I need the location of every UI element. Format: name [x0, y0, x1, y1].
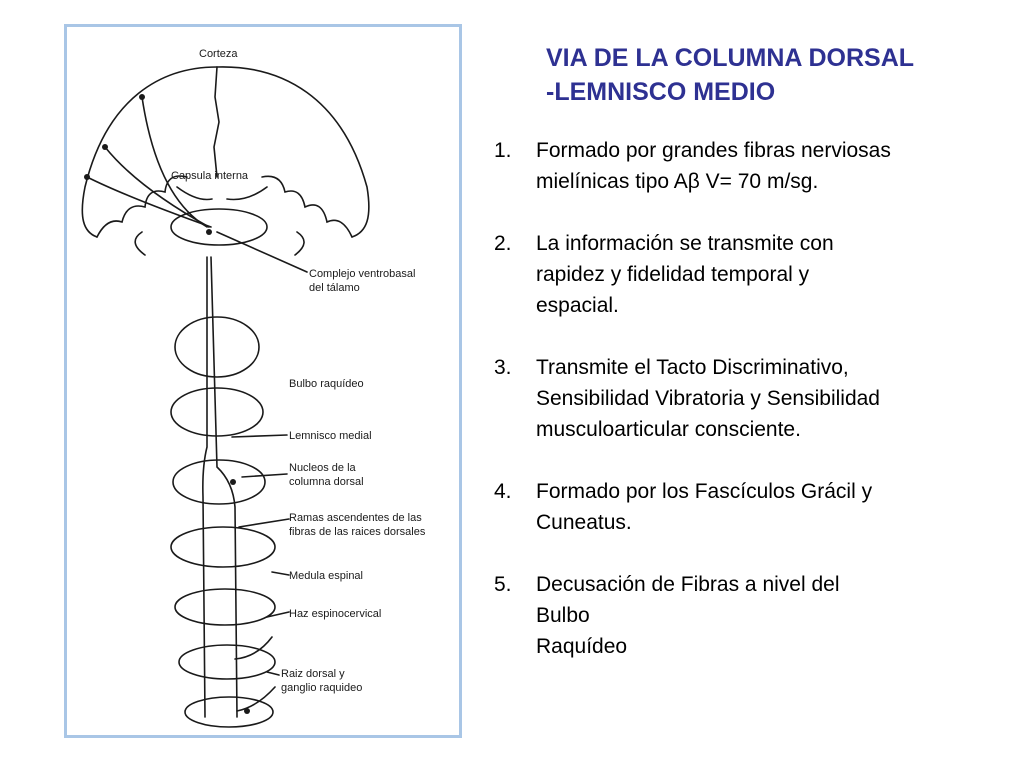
slide-title-line-1: VIA DE LA COLUMNA DORSAL	[546, 44, 915, 72]
label-corteza: Corteza	[199, 48, 238, 60]
leader-ramas	[238, 518, 290, 528]
list-item-text: Decusación de Fibras a nivel del Bulbo R…	[536, 573, 840, 658]
list-item-number: 4.	[494, 480, 512, 503]
cord-section-1	[170, 526, 276, 568]
cortex-neuron-1	[139, 94, 145, 100]
pons-section	[170, 387, 264, 437]
left-hemisphere-outline	[81, 66, 218, 238]
list-item-text: La información se transmite con rapidez …	[536, 232, 834, 317]
list-item-number: 1.	[494, 139, 512, 162]
list-item: 3. Transmite el Tacto Discriminativo, Se…	[494, 352, 1004, 445]
right-hemisphere-outline	[216, 66, 370, 238]
list-item: 5. Decusación de Fibras a nivel del Bulb…	[494, 569, 1004, 662]
label-ramas-1: Ramas ascendentes de las	[289, 512, 422, 524]
figure-frame: Corteza Capsula interna Complejo ventrob…	[64, 24, 462, 738]
dorsal-column-pathway-diagram: Corteza Capsula interna Complejo ventrob…	[81, 48, 426, 728]
thalamocortical-fibre-1	[141, 96, 208, 228]
leader-nucleos	[241, 473, 288, 478]
label-capsula-interna: Capsula interna	[171, 170, 249, 182]
cord-section-3	[178, 644, 276, 680]
label-medula: Medula espinal	[289, 570, 363, 582]
label-complejo-2: del tálamo	[309, 282, 360, 294]
medulla-section	[172, 459, 266, 505]
feature-list: 1. Formado por grandes fibras nerviosas …	[494, 135, 1004, 693]
label-nucleos-1: Nucleos de la	[289, 462, 357, 474]
label-nucleos-2: columna dorsal	[289, 476, 364, 488]
nucleus-neuron	[230, 479, 236, 485]
leader-raiz	[266, 671, 280, 676]
label-raiz-1: Raiz dorsal y	[281, 668, 345, 680]
list-item-number: 3.	[494, 356, 512, 379]
label-haz: Haz espinocervical	[289, 608, 381, 620]
list-item: 4. Formado por los Fascículos Grácil y C…	[494, 476, 1004, 538]
ascending-fibre-left	[202, 256, 208, 718]
slide-title: VIA DE LA COLUMNA DORSAL -LEMNISCO MEDIO	[546, 41, 914, 109]
cord-section-2	[174, 588, 276, 626]
midbrain-section	[174, 316, 260, 378]
dorsal-root-2	[236, 686, 276, 712]
thalamocortical-fibre-3	[86, 176, 212, 228]
internal-capsule-left	[176, 186, 213, 201]
label-lemnisco: Lemnisco medial	[289, 430, 372, 442]
leader-haz	[266, 611, 290, 618]
ascending-fibre-right	[210, 256, 238, 718]
leader-complejo	[216, 231, 308, 273]
thalamus	[170, 208, 268, 246]
list-item-number: 2.	[494, 232, 512, 255]
internal-capsule-right	[226, 186, 268, 201]
ganglion-neuron	[244, 708, 250, 714]
cortex-neuron-2	[102, 144, 108, 150]
list-item: 1. Formado por grandes fibras nerviosas …	[494, 135, 1004, 197]
list-item-text: Formado por grandes fibras nerviosas mie…	[536, 139, 891, 193]
cord-section-4	[184, 696, 274, 728]
thalamic-relay-neuron	[206, 229, 212, 235]
leader-medula	[271, 571, 290, 576]
dorsal-root-1	[234, 636, 273, 660]
lateral-ventricle-left	[134, 231, 146, 256]
leader-lemnisco	[231, 434, 288, 438]
cortex-gyri-right	[261, 175, 353, 238]
label-complejo-1: Complejo ventrobasal	[309, 268, 415, 280]
list-item: 2. La información se transmite con rapid…	[494, 228, 1004, 321]
list-item-number: 5.	[494, 573, 512, 596]
midline-fissure	[213, 66, 220, 178]
label-bulbo: Bulbo raquídeo	[289, 378, 364, 390]
label-raiz-2: ganglio raquideo	[281, 682, 362, 694]
label-ramas-2: fibras de las raices dorsales	[289, 526, 426, 538]
slide-title-line-2: -LEMNISCO MEDIO	[546, 78, 776, 106]
cortex-neuron-3	[84, 174, 90, 180]
lateral-ventricle-right	[294, 231, 305, 256]
list-item-text: Transmite el Tacto Discriminativo, Sensi…	[536, 356, 880, 441]
thalamocortical-fibre-2	[104, 146, 210, 228]
list-item-text: Formado por los Fascículos Grácil y Cune…	[536, 480, 873, 534]
